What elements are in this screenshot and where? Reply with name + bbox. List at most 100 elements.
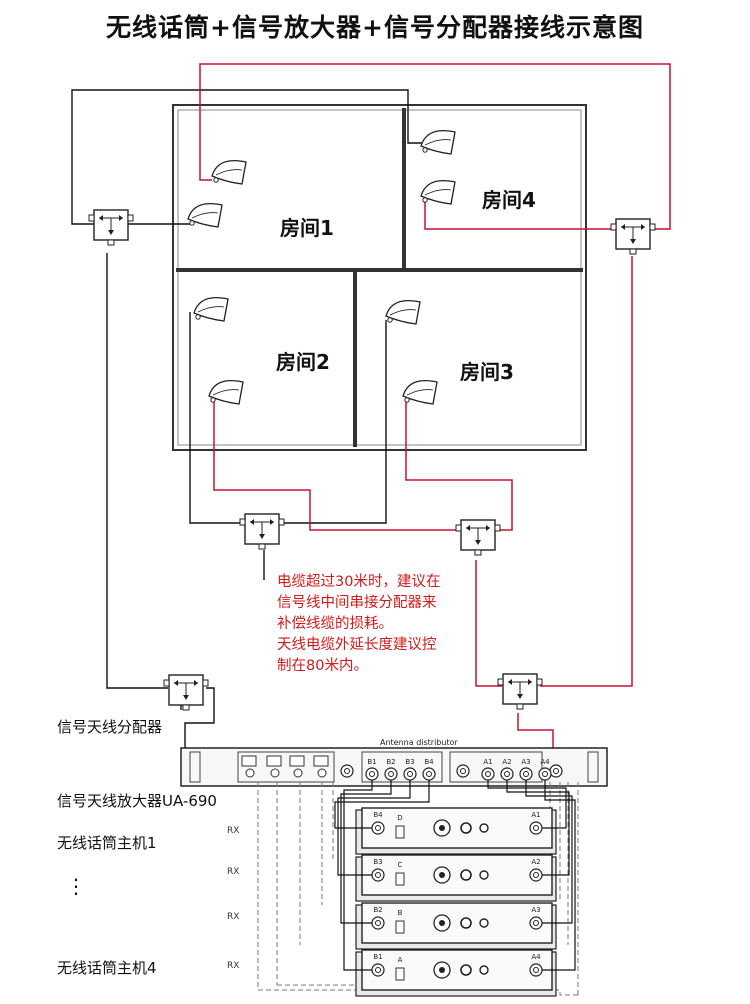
receiver-port-a-core [533,825,539,831]
receiver-switch [395,872,405,886]
b-cable [340,780,392,924]
receiver-jack [460,822,472,834]
receiver-port-label: B2 [373,906,382,914]
receiver-knob [479,965,489,975]
rack-switch [313,755,329,767]
receiver-knob [479,870,489,880]
rack-port-label: A4 [540,758,550,766]
note-line: 电缆超过30米时，建议在 [277,574,441,590]
receiver-switch [395,825,405,839]
receiver-xlr-pin [439,920,445,926]
receiver-port-label: A2 [531,858,540,866]
receiver-jack [460,964,472,976]
rack-port-label: B2 [386,758,395,766]
distributor-label: 信号天线分配器 [57,718,163,736]
rack-port-b-core [407,771,413,777]
rx-label: RX [227,961,240,971]
rack-indicator [317,768,327,778]
rx-label: RX [227,867,240,877]
rack-port-a-core [504,771,510,777]
receiver-port-label: A4 [531,953,541,961]
rack-indicator [245,768,255,778]
receiver-xlr-pin [439,825,445,831]
rack-port-label: A3 [521,758,530,766]
room-1-label: 房间1 [280,216,334,240]
receiver-port-b-core [375,967,381,973]
rx-label: RX [227,912,240,922]
rx-label: RX [227,826,240,836]
amplifier-label: 信号天线放大器UA-690 [57,792,217,810]
rack-port-a-core [542,771,548,777]
rack-port-label: B3 [405,758,414,766]
b-cable [343,780,373,971]
ellipsis-vertical: ⋮ [66,874,86,898]
rack-port-b-core [426,771,432,777]
black-cables [71,89,425,748]
receiver-port-b-core [375,825,381,831]
cable-note: 电缆超过30米时，建议在 信号线中间串接分配器来 补偿线缆的损耗。 天线电缆外延… [277,572,507,677]
receiver-jack [460,869,472,881]
receiver-switch [395,920,405,934]
receiver-port-a-core [533,967,539,973]
rack-port-label: A1 [483,758,492,766]
note-line: 信号线中间串接分配器来 [277,595,437,611]
receiver-xlr-pin [439,967,445,973]
receiver-port-b-core [375,920,381,926]
rack-port-in-b-core [344,768,350,774]
receiver-channel-label: A [398,956,403,964]
b-cable [334,780,430,829]
rack-switch [289,755,305,767]
receiver-knob [479,823,489,833]
a-cable [525,780,573,924]
receiver-port-label: A1 [531,811,540,819]
receiver-channel-label: B [398,909,403,917]
receiver-knob [479,918,489,928]
rack-indicator [293,768,303,778]
rack-port-label: A2 [502,758,511,766]
receiver-4-label: 无线话筒主机4 [57,959,157,977]
room-4-label: 房间4 [482,188,536,212]
rack-port-aux-core [553,768,559,774]
rack-port-in-a-core [460,768,466,774]
receiver-body [361,902,553,944]
receiver-body [361,949,553,991]
red-cables [199,63,671,760]
receiver-channel-label: D [397,814,402,822]
receiver-port-label: B3 [373,858,382,866]
note-line: 制在80米内。 [277,658,368,674]
room-2-label: 房间2 [276,350,330,374]
rack-port-a-core [485,771,491,777]
rack-port-b-core [388,771,394,777]
rack-switch [266,755,282,767]
receiver-port-label: B1 [373,953,382,961]
antenna-distributor-rack [180,747,608,787]
receiver-1-label: 无线话筒主机1 [57,834,157,852]
receiver-jack [460,917,472,929]
rack-switch [241,755,257,767]
b-cable [337,780,411,876]
receiver-port-a-core [533,920,539,926]
room-3-label: 房间3 [460,360,514,384]
rack-port-label: B1 [367,758,376,766]
receiver-port-a-core [533,872,539,878]
receiver-port-label: B4 [373,811,383,819]
rack-port-b-core [369,771,375,777]
receiver-channel-label: C [398,861,403,869]
rack-header: Antenna distributor [380,738,458,747]
page-title: 无线话筒+信号放大器+信号分配器接线示意图 [106,13,644,42]
receiver-body [361,854,553,896]
rack-port-a-core [523,771,529,777]
note-line: 补偿线缆的损耗。 [277,616,393,632]
a-cable [506,780,570,876]
receiver-switch [395,967,405,981]
dashed-link [258,989,578,996]
rack-port-label: B4 [424,758,434,766]
receiver-xlr-pin [439,872,445,878]
rack-indicator [270,768,280,778]
note-line: 天线电缆外延长度建议控 [277,637,437,653]
a-cable [487,780,567,829]
room-walls [172,104,587,451]
